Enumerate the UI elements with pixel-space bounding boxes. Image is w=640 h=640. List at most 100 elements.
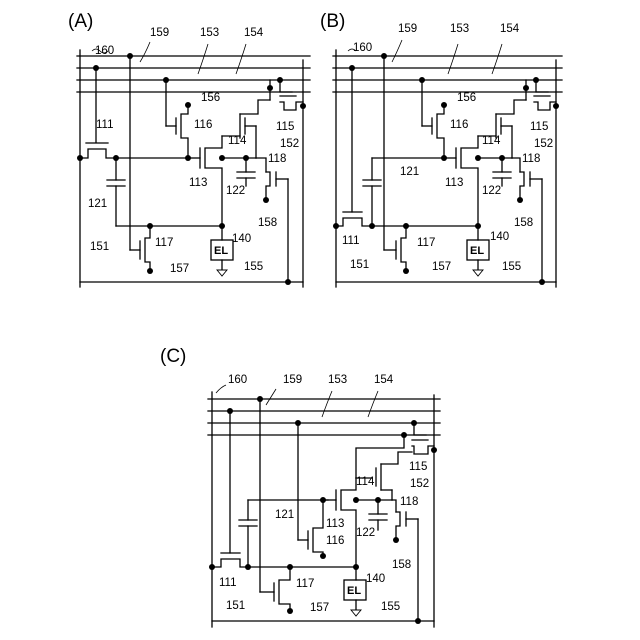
junction-dot bbox=[415, 618, 421, 624]
junction-dot bbox=[411, 420, 417, 426]
label-121: 121 bbox=[400, 166, 419, 178]
junction-dot bbox=[267, 85, 273, 91]
leader-line bbox=[216, 385, 226, 393]
el-label: EL bbox=[347, 585, 361, 597]
label-159: 159 bbox=[398, 23, 417, 35]
ground-icon bbox=[217, 270, 227, 276]
label-151: 151 bbox=[226, 600, 245, 612]
label-155: 155 bbox=[502, 261, 521, 273]
label-151: 151 bbox=[350, 259, 369, 271]
leader-line bbox=[322, 391, 332, 417]
junction-dot bbox=[285, 279, 291, 285]
junction-dot bbox=[93, 65, 99, 71]
junction-dot bbox=[163, 77, 169, 83]
label-111: 111 bbox=[96, 119, 113, 131]
label-152: 152 bbox=[534, 138, 553, 150]
label-159: 159 bbox=[150, 27, 169, 39]
junction-dot bbox=[441, 102, 447, 108]
leader-line bbox=[198, 44, 208, 74]
junction-dot bbox=[517, 197, 523, 203]
label-117: 117 bbox=[296, 578, 314, 590]
label-116: 116 bbox=[450, 119, 468, 131]
label-121: 121 bbox=[88, 198, 107, 210]
label-113: 113 bbox=[445, 177, 463, 189]
transistor-115 bbox=[412, 446, 434, 454]
label-116: 116 bbox=[326, 535, 344, 547]
label-140: 140 bbox=[232, 233, 251, 245]
wire-114-top bbox=[496, 100, 526, 114]
label-114: 114 bbox=[482, 135, 501, 147]
junction-dot bbox=[533, 77, 539, 83]
label-117: 117 bbox=[417, 237, 435, 249]
transistor-115 bbox=[280, 102, 303, 110]
panel-title-c: (C) bbox=[160, 346, 186, 367]
junction-dot bbox=[263, 197, 269, 203]
junction-dot bbox=[393, 537, 399, 543]
panel-b: (B) bbox=[320, 11, 562, 287]
junction-dot bbox=[243, 155, 249, 161]
label-115: 115 bbox=[409, 461, 427, 473]
leader-line bbox=[266, 389, 276, 405]
junction-dot bbox=[300, 103, 306, 109]
junction-dot bbox=[287, 608, 293, 614]
label-122: 122 bbox=[482, 185, 501, 197]
junction-dot bbox=[333, 223, 339, 229]
junction-dot bbox=[523, 85, 529, 91]
label-155: 155 bbox=[244, 261, 263, 273]
leader-line bbox=[236, 44, 246, 74]
label-160: 160 bbox=[228, 374, 247, 386]
wire-114-top bbox=[240, 100, 270, 114]
el-label: EL bbox=[470, 245, 484, 257]
transistor-118 bbox=[266, 172, 270, 200]
transistor-113 bbox=[205, 136, 222, 226]
transistor-111 bbox=[212, 559, 248, 567]
leader-lines bbox=[92, 40, 502, 417]
junction-dot bbox=[295, 420, 301, 426]
wire-114-right bbox=[381, 452, 412, 464]
junction-dot bbox=[401, 432, 407, 438]
junction-dot bbox=[127, 53, 133, 59]
label-118: 118 bbox=[522, 153, 540, 165]
leader-line bbox=[392, 40, 402, 62]
label-117: 117 bbox=[155, 237, 173, 249]
label-151: 151 bbox=[90, 241, 109, 253]
ground-icon bbox=[473, 270, 483, 276]
label-153: 153 bbox=[450, 23, 469, 35]
transistor-115 bbox=[534, 102, 556, 110]
junction-dot bbox=[185, 102, 191, 108]
label-155: 155 bbox=[381, 601, 400, 613]
junction-dot bbox=[419, 77, 425, 83]
label-160: 160 bbox=[353, 42, 372, 54]
transistor-117 bbox=[401, 226, 406, 271]
label-156: 156 bbox=[201, 92, 220, 104]
transistor-117 bbox=[279, 567, 290, 611]
label-157: 157 bbox=[310, 602, 329, 614]
transistor-111 bbox=[80, 149, 116, 158]
transistor-118 bbox=[396, 512, 400, 540]
junction-dot bbox=[320, 553, 326, 559]
wire-118-top bbox=[256, 158, 266, 172]
label-160: 160 bbox=[95, 45, 114, 57]
label-118: 118 bbox=[268, 153, 286, 165]
wire-118-top bbox=[392, 500, 396, 512]
label-111: 111 bbox=[342, 235, 359, 247]
junction-dot bbox=[431, 447, 437, 453]
label-115: 115 bbox=[530, 121, 548, 133]
junction-dot bbox=[539, 279, 545, 285]
label-122: 122 bbox=[356, 527, 375, 539]
label-122: 122 bbox=[226, 185, 245, 197]
panel-c: (C) bbox=[160, 346, 440, 627]
label-118: 118 bbox=[400, 496, 418, 508]
label-157: 157 bbox=[170, 263, 189, 275]
junction-dot bbox=[403, 268, 409, 274]
transistor-116 bbox=[181, 105, 188, 158]
label-140: 140 bbox=[490, 231, 509, 243]
label-158: 158 bbox=[258, 217, 277, 229]
label-152: 152 bbox=[280, 138, 299, 150]
leader-line bbox=[492, 44, 502, 74]
label-157: 157 bbox=[432, 261, 451, 273]
junction-dot bbox=[375, 497, 381, 503]
label-116: 116 bbox=[194, 119, 212, 131]
junction-dot bbox=[257, 396, 263, 402]
